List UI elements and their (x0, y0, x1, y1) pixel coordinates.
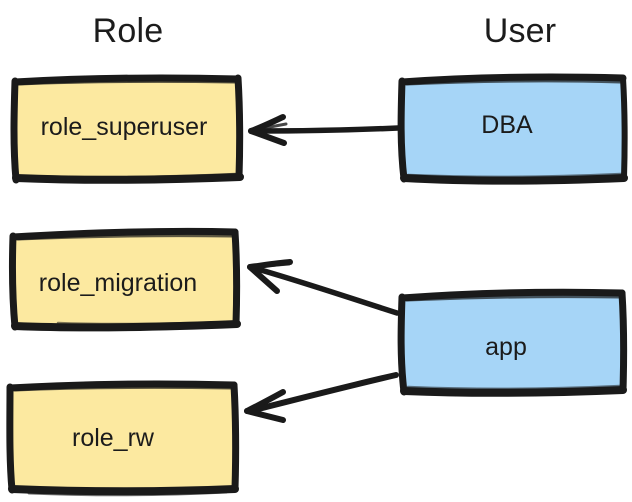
node-shape (10, 74, 244, 184)
node-shape (397, 288, 628, 397)
edge-app-to-role-migration (247, 259, 400, 316)
edge-dba-to-role-superuser (248, 114, 401, 146)
node-shape (6, 380, 240, 497)
node-shape (8, 227, 241, 332)
node-role-superuser[interactable]: role_superuser (10, 74, 244, 184)
node-role-rw[interactable]: role_rw (6, 380, 240, 497)
column-header-user: User (483, 12, 557, 50)
node-shape (397, 73, 628, 185)
node-dba[interactable]: DBA (397, 73, 628, 185)
column-header-role: Role (92, 12, 164, 50)
node-role-migration[interactable]: role_migration (8, 227, 241, 332)
node-app[interactable]: app (397, 288, 628, 397)
edge-app-to-role-rw (244, 372, 399, 423)
